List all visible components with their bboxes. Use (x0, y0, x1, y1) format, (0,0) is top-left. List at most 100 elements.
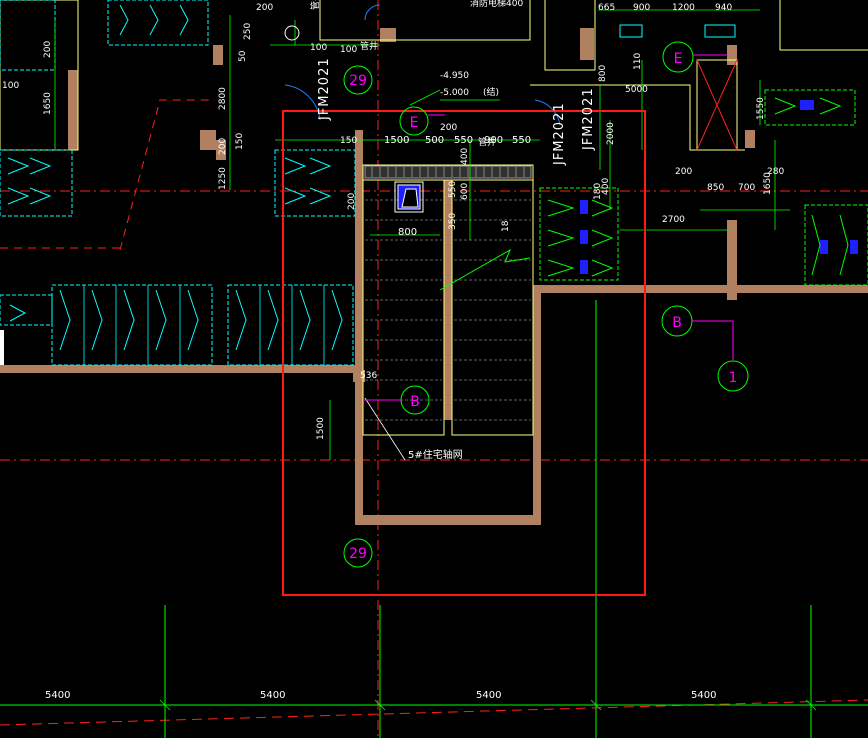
car-bay-top-left (0, 0, 56, 71)
car-bay-right-top (764, 89, 856, 126)
stair-flight-right (451, 179, 534, 436)
stair-flight-left (362, 179, 445, 436)
dim-940: 940 (715, 3, 732, 13)
dim-350: 350 (448, 213, 458, 230)
dim-800r: 800 (598, 65, 608, 82)
door-label-right-1: JFM2021 (552, 102, 567, 166)
car-bay-left-upper (0, 149, 73, 217)
pipe-shaft-label-3: 管井 (478, 136, 496, 148)
wall-stair-bottom (355, 515, 541, 525)
dim-2800: 2800 (218, 87, 228, 110)
walls (0, 28, 868, 525)
column-top-right (580, 28, 594, 60)
column-left-3 (213, 45, 223, 65)
door-arc-left (284, 84, 321, 121)
car-marker-5 (850, 240, 858, 254)
wall-horizontal-right (536, 285, 868, 293)
dim-100w: 100 (340, 45, 357, 55)
dim-5400-b: 5400 (260, 690, 285, 701)
axis-tag-E-right: E (662, 41, 728, 73)
car-marker-6 (800, 100, 814, 110)
fixture-top-2 (704, 24, 736, 38)
dim-400r: 400 (601, 178, 611, 195)
leader-line-grid-note (364, 397, 406, 461)
dim-100-b: 100 (310, 43, 327, 53)
dim-1550: 1550 (756, 97, 766, 120)
dim-2700: 2700 (662, 215, 685, 225)
column-right-mid (745, 130, 755, 148)
axis-tag-B-center-label: B (410, 394, 420, 410)
car-bay-center-upper (274, 149, 356, 217)
dimension-lines (54, 9, 817, 711)
dim-5000: 5000 (625, 85, 648, 95)
top-cut-label: 消防电梯400 (470, 0, 523, 9)
car-dividers-left (83, 285, 325, 365)
dimension-texts: 200 250 50 200 100 1650 100 2800 150 200… (2, 3, 784, 701)
axis-tag-B-right-label: B (672, 315, 682, 331)
dim-400: 400 (460, 148, 470, 165)
car-symbols-left (7, 4, 343, 351)
wall-stair-right (533, 285, 541, 525)
axis-line-bottom-dashed (0, 699, 868, 726)
car-marker-2 (580, 230, 588, 244)
column-stair-corner (353, 370, 365, 382)
pipe-shaft-label-1: 管井 (309, 0, 321, 10)
car-bay-edge (0, 294, 53, 326)
wall-left-block (68, 70, 78, 150)
fixture-circle (284, 25, 300, 41)
dim-800: 800 (398, 227, 417, 238)
outline-top-center (319, 0, 531, 41)
dim-900r: 900 (633, 3, 650, 13)
dim-50: 50 (238, 50, 248, 62)
door-swings (284, 4, 561, 126)
axis-tag-29-bottom-label: 29 (349, 546, 367, 562)
axis-tag-E-right-label: E (674, 51, 683, 67)
axis-tag-1-right-label: 1 (729, 370, 738, 386)
dim-200-mid: 200 (218, 138, 228, 155)
column-right-top (727, 45, 737, 65)
car-marker-4 (820, 240, 828, 254)
dim-500: 500 (425, 135, 444, 146)
dim-550v: 550 (448, 181, 458, 198)
dim-550: 550 (454, 135, 473, 146)
dim-2000: 2000 (606, 122, 616, 145)
dim-5400-c: 5400 (476, 690, 501, 701)
dim-200: 200 (440, 123, 457, 133)
dim-1500v: 1500 (316, 417, 326, 440)
axis-tag-1-right: 1 (717, 360, 749, 392)
shaft-outline-right (696, 59, 738, 151)
axis-tag-E-center: E (399, 106, 445, 136)
car-bay-far-right (804, 204, 868, 286)
dim-180: 180 (593, 183, 603, 200)
dim-1250: 1250 (218, 167, 228, 190)
car-marker-1 (580, 200, 588, 214)
dim-200w: 200 (347, 193, 357, 210)
elevation-top: -4.950 (440, 71, 469, 81)
door-label-right-2: JFM2021 (581, 87, 596, 151)
dim-1500: 1500 (384, 135, 409, 146)
floor-drain-grate (364, 165, 532, 179)
wall-stair-center (444, 180, 452, 420)
dim-665: 665 (598, 3, 615, 13)
elevation-note: (结) (483, 86, 499, 98)
door-arc-top (364, 4, 381, 21)
room-outline-top-left (0, 0, 79, 151)
shaft-cross (696, 59, 738, 151)
dim-5400-a: 5400 (45, 690, 70, 701)
axis-tag-29-top-label: 29 (349, 73, 367, 89)
wall-horizontal-left (0, 365, 355, 373)
dim-1650: 1650 (43, 92, 53, 115)
parking-blocks-left (0, 0, 356, 366)
dim-110: 110 (633, 53, 643, 70)
door-label-left: JFM2021 (317, 57, 332, 121)
dim-550b: 550 (512, 135, 531, 146)
dim-900: 900 (484, 135, 503, 146)
column-top (380, 28, 396, 42)
car-bay-row-2 (227, 284, 354, 366)
axis-tag-E-center-label: E (410, 115, 419, 131)
wall-stair-left (355, 130, 363, 525)
outline-far-right (779, 0, 868, 51)
column-left (200, 130, 216, 150)
dim-5400-d: 5400 (691, 690, 716, 701)
